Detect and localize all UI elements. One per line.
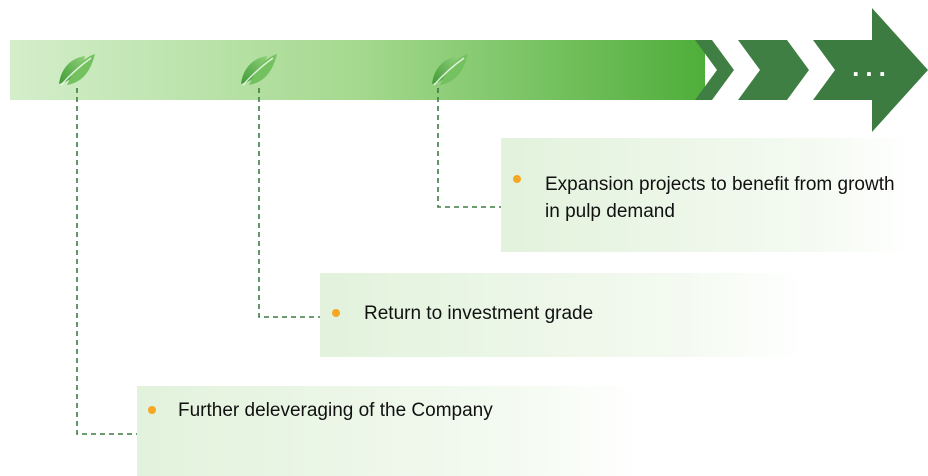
bullet-icon [513, 175, 521, 183]
leaf-icon [432, 54, 468, 86]
leaf-icon [59, 54, 95, 86]
card-background-2 [320, 273, 806, 357]
milestone-card-2: Return to investment grade [320, 273, 806, 357]
arrow-ellipsis: ... [852, 52, 892, 82]
timeline-bar [10, 40, 705, 100]
chevron-3 [813, 8, 928, 132]
connector-1 [76, 88, 137, 435]
leaf-icon [241, 54, 277, 86]
milestone-card-3: Expansion projects to benefit from growt… [501, 138, 911, 252]
milestone-text: Further deleveraging of the Company [178, 400, 493, 421]
bullet-icon [332, 309, 340, 317]
connector-2 [258, 88, 320, 318]
chevron-1 [695, 40, 734, 100]
card-background-1 [137, 386, 639, 476]
connector-3 [437, 88, 501, 208]
milestone-text: Expansion projects to benefit from growt… [545, 174, 895, 222]
chevron-2 [738, 40, 809, 100]
bullet-icon [148, 406, 156, 414]
card-background-3 [501, 138, 911, 252]
milestone-card-1: Further deleveraging of the Company [137, 386, 639, 476]
milestone-text: Return to investment grade [364, 303, 594, 324]
